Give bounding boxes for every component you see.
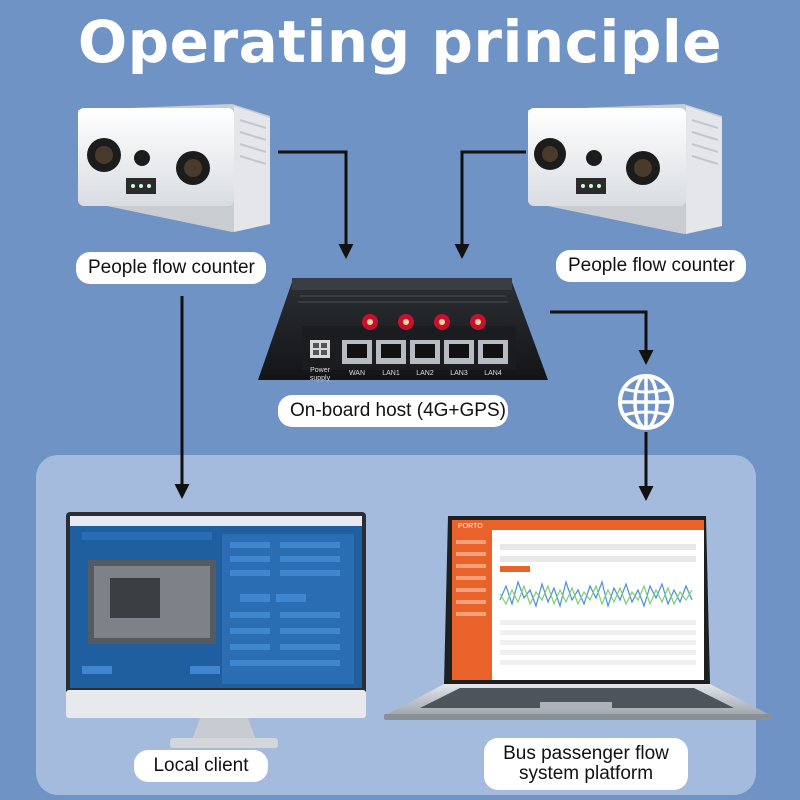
port-label-lan1: LAN1 xyxy=(382,370,400,377)
port-label-lan2: LAN2 xyxy=(416,370,434,377)
label-platform: Bus passenger flow system platform xyxy=(484,738,688,790)
port-label-wan: WAN xyxy=(349,370,365,377)
antenna-connectors xyxy=(362,314,486,330)
power-supply-label-1: Power xyxy=(310,367,331,374)
port-label-lan3: LAN3 xyxy=(450,370,468,377)
label-platform-line1: Bus passenger flow xyxy=(503,743,669,764)
monitor-local-client xyxy=(66,512,366,748)
arrow-left-counter-to-host xyxy=(278,150,354,259)
label-local-client: Local client xyxy=(134,750,268,782)
people-counter-right xyxy=(528,104,722,234)
page-title: Operating principle xyxy=(77,8,723,76)
laptop-platform: PORTO xyxy=(384,516,772,720)
port-label-lan4: LAN4 xyxy=(484,370,502,377)
connection-arrows xyxy=(174,150,654,501)
power-supply-label-2: supply xyxy=(310,375,331,382)
ethernet-ports xyxy=(342,340,508,364)
globe-icon xyxy=(618,374,674,430)
label-platform-line2: system platform xyxy=(518,763,654,784)
people-counter-left xyxy=(78,104,270,232)
arrow-host-to-internet xyxy=(550,310,654,365)
label-onboard-host: On-board host (4G+GPS) xyxy=(278,395,508,427)
label-people-counter-right: People flow counter xyxy=(556,250,746,282)
laptop-brand: PORTO xyxy=(458,523,483,530)
arrow-right-counter-to-host xyxy=(454,150,526,259)
label-people-counter-left: People flow counter xyxy=(76,252,266,284)
onboard-host: Power supply WAN LAN1 LAN2 LAN3 LAN4 xyxy=(258,278,548,382)
